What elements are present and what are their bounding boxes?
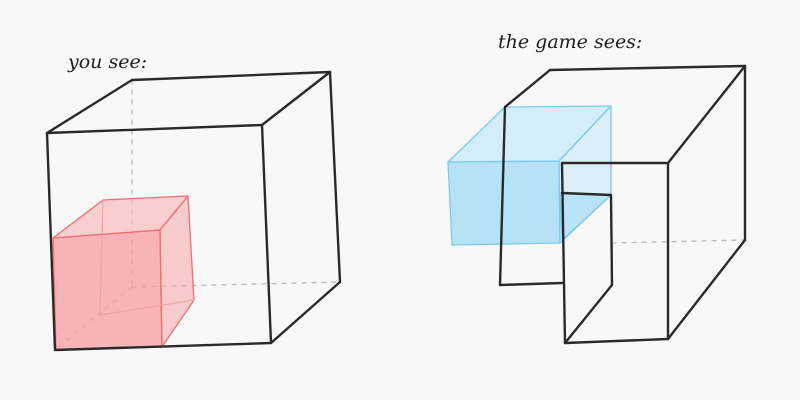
hidden-edges	[611, 239, 746, 244]
panel-you-see: you see:	[45, 51, 342, 352]
visible-edges	[45, 70, 342, 352]
visible-edges	[498, 64, 747, 345]
caption-game-sees: the game sees:	[498, 31, 642, 53]
caption-you-see: you see:	[67, 51, 147, 73]
carved-cube	[447, 64, 747, 345]
red-cube	[52, 195, 195, 351]
panel-game-sees: the game sees:	[447, 31, 747, 345]
blue-cube	[447, 105, 612, 246]
wireframe-cube	[45, 70, 342, 352]
